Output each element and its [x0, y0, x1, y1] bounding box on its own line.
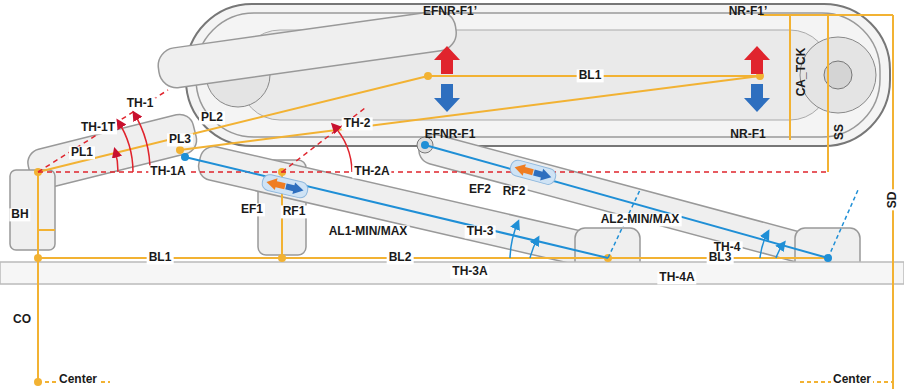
dimension-label: TH-3A [450, 265, 489, 278]
dimension-label: BH [9, 208, 30, 221]
dimension-label: TH-4A [657, 271, 696, 284]
dimension-label: BL1 [577, 69, 604, 82]
dimension-label: CO [11, 313, 33, 326]
dimension-label: SS [833, 124, 846, 140]
dimension-label: BL2 [387, 251, 414, 264]
dimension-label: PL3 [167, 133, 193, 146]
dimension-label: EFNR-F1’ [423, 5, 477, 18]
dimension-label: BL3 [707, 251, 734, 264]
dimension-label: Center [831, 374, 873, 387]
dimension-label: CA_TCK [795, 48, 808, 97]
dimension-label: RF1 [281, 205, 308, 218]
dimension-label: AL2-MIN/MAX [599, 213, 682, 226]
dimension-label: BL1 [147, 251, 174, 264]
dimension-label: PL1 [69, 146, 95, 159]
dimension-label: SD [886, 190, 899, 211]
dimension-label: TH-2A [352, 165, 391, 178]
dimension-label: EFNR-F1 [425, 128, 476, 141]
dimension-label: TH-3 [465, 225, 496, 238]
dimension-label: NR-F1’ [729, 5, 768, 18]
dimension-label: EF2 [467, 183, 493, 196]
dimension-label: NR-F1 [730, 128, 765, 141]
dimension-label: TH-1A [148, 165, 187, 178]
dimension-label: AL1-MIN/MAX [327, 225, 410, 238]
dimension-label: TH-2 [342, 117, 373, 130]
dimension-label: TH-1T [79, 121, 117, 134]
dimension-label: EF1 [239, 203, 265, 216]
dimension-label: TH-1 [125, 97, 156, 110]
dimension-label: RF2 [501, 185, 528, 198]
dimension-label: Center [57, 374, 99, 387]
dimension-label: PL2 [199, 111, 225, 124]
